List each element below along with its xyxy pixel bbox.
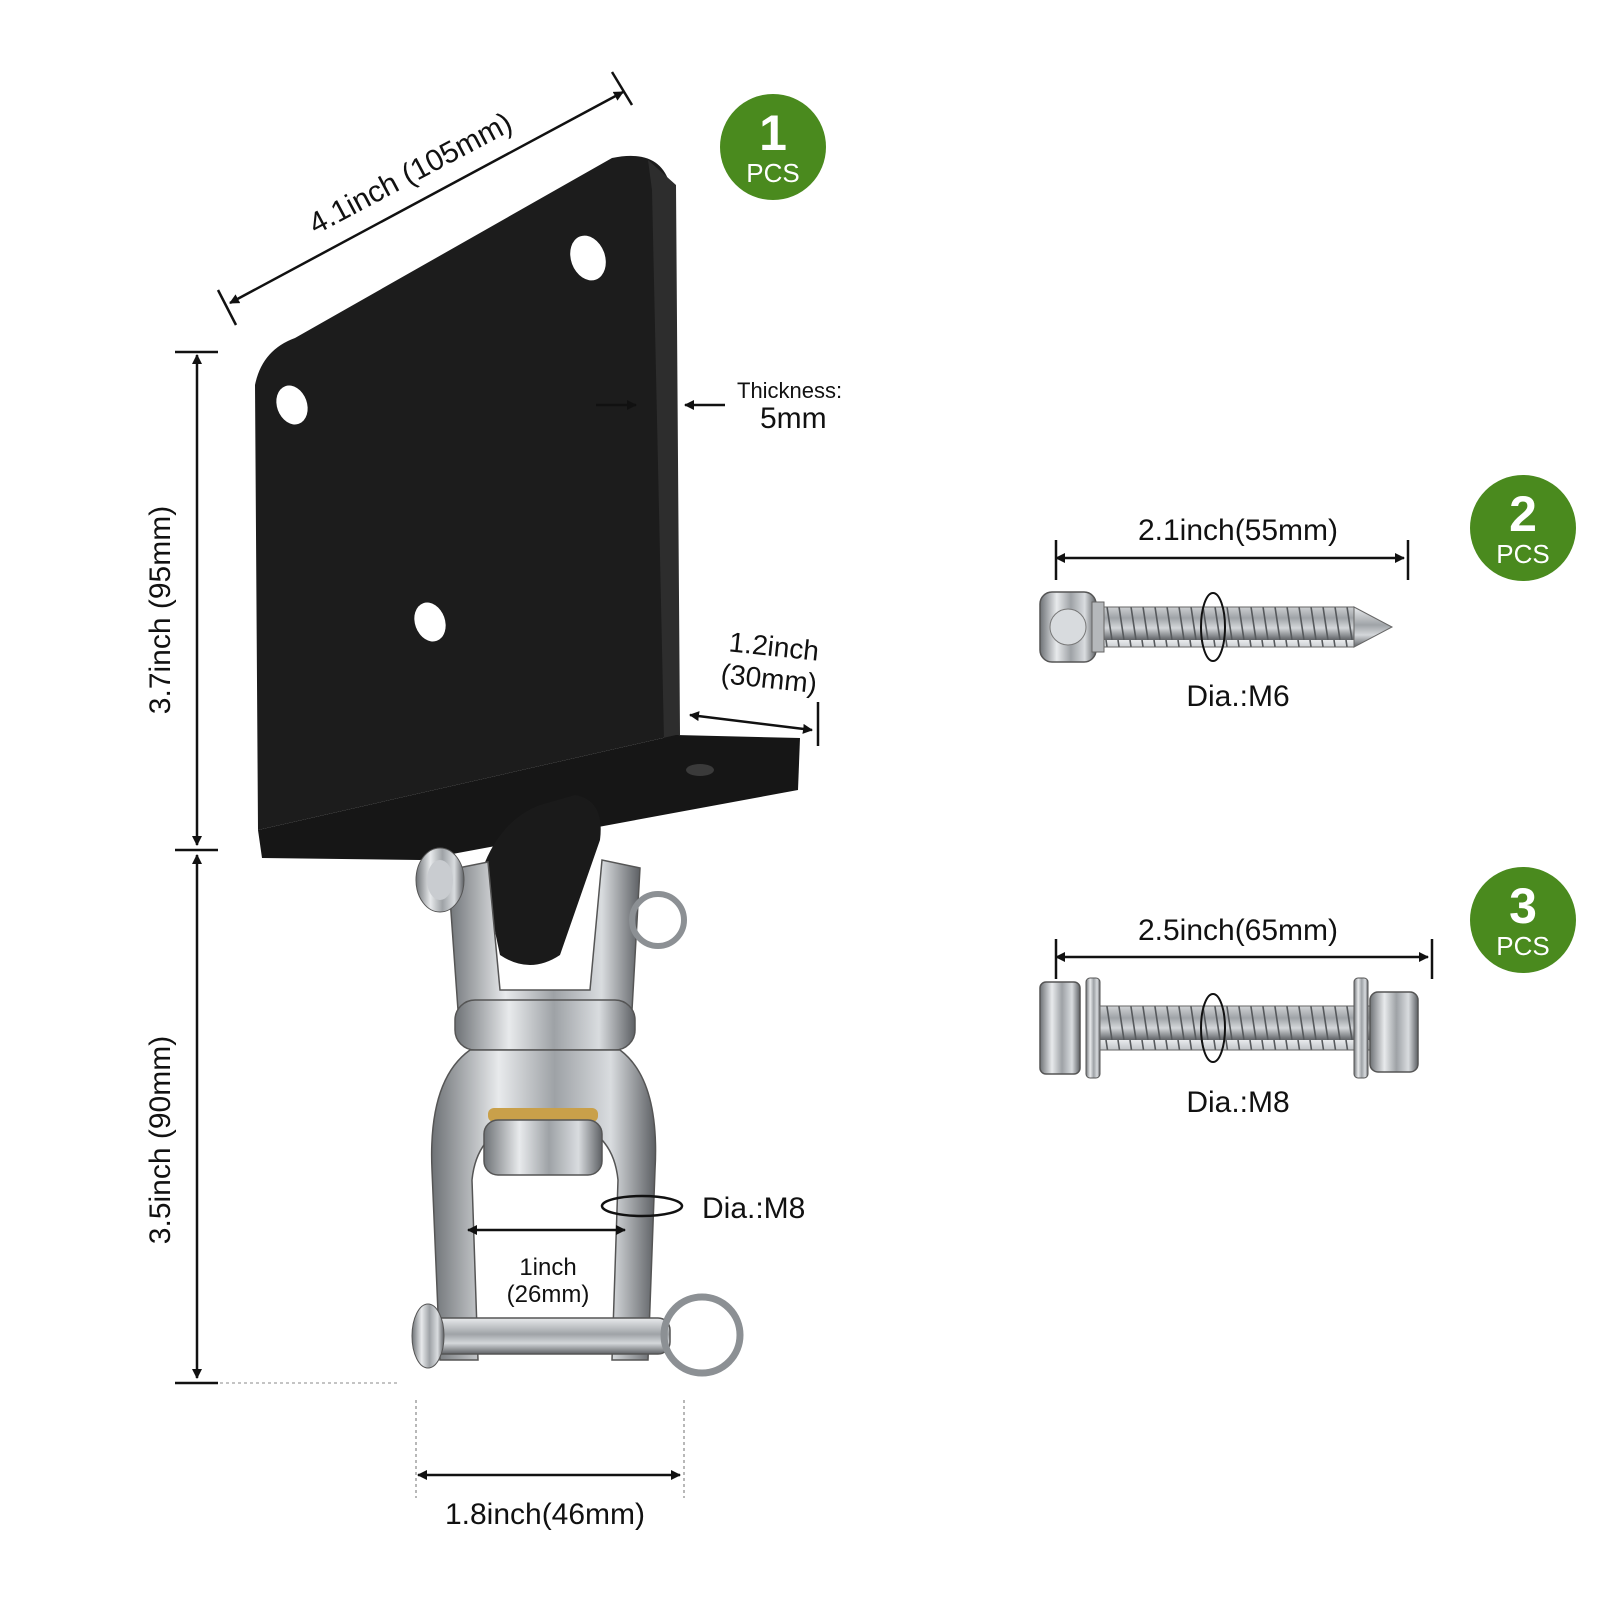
- badge-circle: [720, 94, 826, 200]
- swivel-knuckle: [482, 795, 601, 965]
- hex-bolt-with-nut: [1039, 977, 1419, 1079]
- base-hole: [686, 764, 714, 776]
- opening-label-line2: (26mm): [507, 1281, 590, 1308]
- mount-hole-left: [276, 385, 308, 425]
- badge-screw-qty: 2 PCS: [1470, 475, 1576, 581]
- dimension-lines: [175, 71, 1434, 1498]
- shackle-pin: [419, 1317, 671, 1355]
- lag-screw: [1039, 591, 1394, 663]
- width-dim-line: [229, 90, 624, 305]
- badge-number: 2: [1509, 486, 1537, 542]
- swivel-bearing: [483, 1119, 603, 1176]
- bolt-washer-left: [1085, 977, 1101, 1079]
- plate-base-flange: [258, 735, 800, 860]
- opening-label-line1: 1inch: [519, 1254, 576, 1281]
- lower-shackle-body: [430, 1049, 657, 1361]
- screw-dia-marker: [1200, 592, 1226, 662]
- bracket-height-label: 3.7inch (95mm): [144, 506, 177, 714]
- bracket-width-label: 4.1inch (105mm): [303, 106, 517, 241]
- bolt-thread: [1099, 1005, 1401, 1051]
- pin-dia-label: Dia.:M8: [702, 1192, 805, 1225]
- swivel-shackle: [411, 847, 744, 1377]
- swivel-brass-washer: [488, 1108, 598, 1122]
- screw-thread: [1103, 606, 1355, 648]
- base-depth-dim-line: [689, 711, 813, 734]
- fork-split-ring: [629, 891, 687, 949]
- badge-bolt-qty: 3 PCS: [1470, 867, 1576, 973]
- bolt-hex-head: [1039, 981, 1081, 1075]
- thickness-title: Thickness:: [737, 378, 842, 403]
- badge-unit: PCS: [1496, 931, 1549, 961]
- badge-number: 3: [1509, 878, 1537, 934]
- bolt-nut: [1369, 991, 1419, 1073]
- screw-flange: [1091, 601, 1105, 653]
- bolt-dia-marker: [1200, 993, 1226, 1063]
- mount-hole-center: [414, 602, 446, 642]
- swivel-width-label: 1.8inch(46mm): [445, 1498, 645, 1531]
- width-dim-tick-left: [216, 289, 238, 326]
- bolt-washer-right: [1353, 977, 1369, 1079]
- pin-dia-marker: [600, 1194, 684, 1218]
- width-dim-tick-right: [610, 71, 634, 106]
- bolt-length-label: 2.5inch(65mm): [1138, 914, 1338, 947]
- badge-circle: [1470, 475, 1576, 581]
- shackle-pin-head: [411, 1303, 445, 1369]
- plate-vertical: [255, 155, 676, 831]
- shackle-split-ring: [660, 1293, 744, 1377]
- fork-pin-inner: [427, 860, 453, 900]
- badge-circle: [1470, 867, 1576, 973]
- badge-bracket-qty: 1 PCS: [720, 94, 826, 200]
- swivel-collar: [454, 999, 636, 1051]
- bolt-dia-label: Dia.:M8: [1186, 1086, 1289, 1119]
- screw-head-face: [1049, 608, 1087, 646]
- badge-number: 1: [759, 105, 787, 161]
- swivel-length-label: 3.5inch (90mm): [144, 1036, 177, 1244]
- thickness-value: 5mm: [760, 402, 827, 435]
- wall-plate-bracket: [255, 155, 800, 965]
- badge-unit: PCS: [746, 158, 799, 188]
- plate-edge-thickness: [648, 160, 680, 740]
- screw-dia-label: Dia.:M6: [1186, 680, 1289, 713]
- screw-length-label: 2.1inch(55mm): [1138, 514, 1338, 547]
- screw-tip: [1353, 606, 1394, 648]
- badge-unit: PCS: [1496, 539, 1549, 569]
